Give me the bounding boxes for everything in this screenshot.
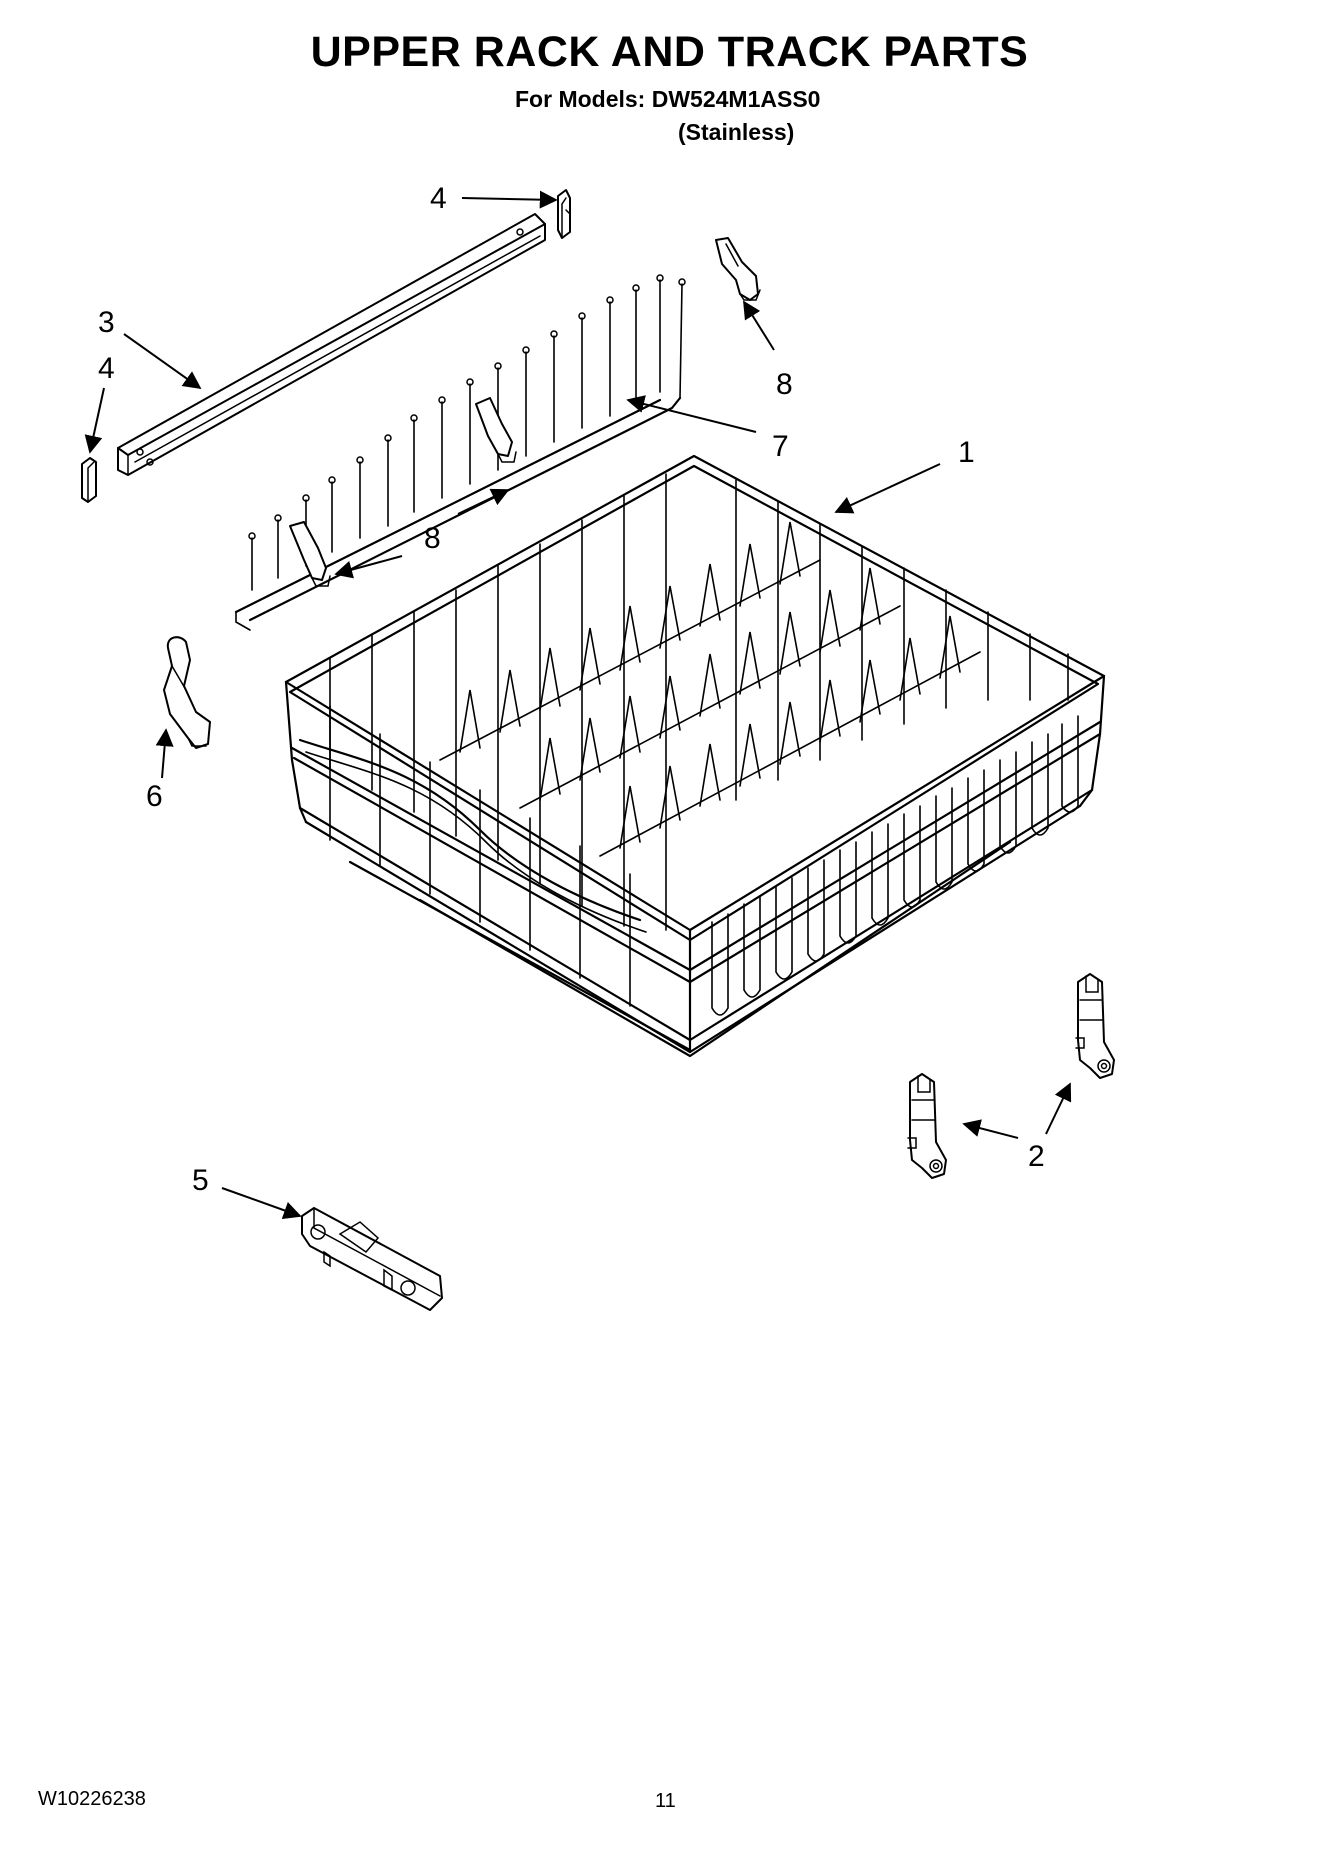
callout-7: 7	[772, 430, 789, 463]
part-3-track-rail	[117, 213, 546, 476]
part-8-clip-on-row-right	[475, 397, 517, 463]
part-7-tine-row	[234, 274, 686, 631]
callout-5: 5	[192, 1164, 209, 1197]
page-number: 11	[655, 1790, 676, 1812]
callout-leaders	[84, 190, 1072, 1219]
part-2-roller-right	[1075, 973, 1115, 1079]
page-title: UPPER RACK AND TRACK PARTS	[310, 28, 1029, 76]
part-8-clip-top	[715, 237, 761, 301]
part-1-upper-rack	[284, 454, 1106, 1058]
callout-4-left: 4	[98, 352, 115, 385]
callout-2: 2	[1028, 1140, 1045, 1173]
callout-8-top: 8	[776, 368, 793, 401]
callout-8-mid: 8	[424, 522, 441, 555]
callout-6: 6	[146, 780, 163, 813]
callout-1: 1	[958, 436, 975, 469]
callout-4-top: 4	[430, 182, 447, 215]
model-variant: (Stainless)	[678, 119, 795, 145]
part-5-track-stop	[301, 1207, 443, 1311]
part-4-end-cap-top	[557, 189, 571, 239]
part-2-roller-left	[907, 1073, 947, 1179]
part-4-end-cap-left	[81, 457, 97, 503]
part-8-clip-on-row-left	[289, 521, 331, 587]
callout-3: 3	[98, 306, 115, 339]
document-code: W10226238	[38, 1788, 146, 1810]
part-6-clip	[163, 636, 211, 749]
models-line: For Models: DW524M1ASS0	[515, 86, 821, 112]
